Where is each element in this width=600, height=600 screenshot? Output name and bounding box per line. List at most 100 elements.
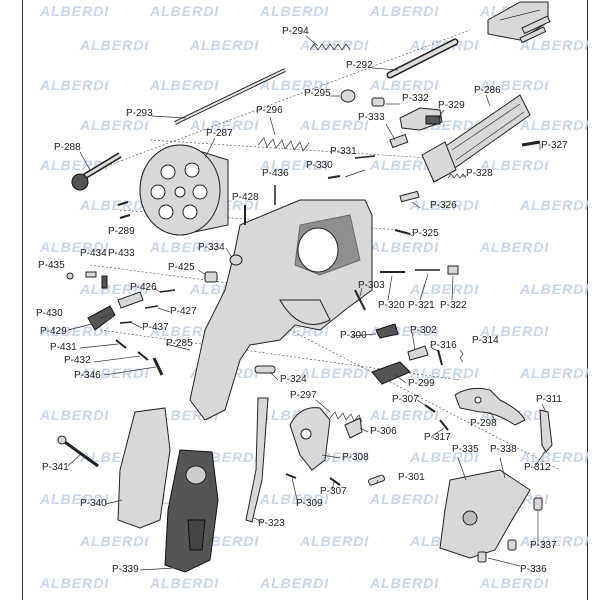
thumbpiece-430 (87, 291, 144, 331)
watermark-text: ALBERDI (299, 365, 369, 381)
part-label-p-336: P-336 (520, 564, 547, 575)
pin-325 (394, 229, 411, 235)
watermark-text: ALBERDI (409, 449, 479, 465)
screw-301 (368, 474, 386, 486)
watermark-text: ALBERDI (369, 77, 439, 93)
extractor-288 (71, 152, 122, 191)
watermark-text: ALBERDI (39, 407, 109, 423)
part-322 (447, 265, 459, 275)
part-label-p-338: P-338 (490, 444, 517, 455)
pin-316 (437, 349, 443, 366)
part-299 (371, 361, 411, 385)
watermark-text: ALBERDI (409, 197, 479, 213)
part-label-p-330: P-330 (306, 160, 333, 171)
part-label-p-286: P-286 (474, 85, 501, 96)
spring-314 (459, 349, 464, 363)
part-label-p-312: P-312 (524, 462, 551, 473)
watermark-text: ALBERDI (149, 323, 219, 339)
screw-336 (477, 551, 487, 563)
watermark-text: ALBERDI (369, 491, 439, 507)
trigger-308 (289, 407, 331, 471)
barrel-top-part (487, 1, 551, 44)
part-332 (371, 97, 385, 107)
part-434 (85, 271, 97, 278)
watermark-text: ALBERDI (519, 281, 589, 297)
pin-346 (152, 357, 164, 376)
part-label-p-303: P-303 (358, 280, 385, 291)
part-label-p-289: P-289 (108, 226, 135, 237)
part-433 (101, 275, 108, 289)
part-label-p-433: P-433 (108, 248, 135, 259)
part-label-p-320: P-320 (378, 300, 405, 311)
part-label-p-302: P-302 (410, 325, 437, 336)
watermark-text: ALBERDI (79, 533, 149, 549)
part-label-p-322: P-322 (440, 300, 467, 311)
pin-431 (115, 339, 127, 349)
watermark-text: ALBERDI (369, 407, 439, 423)
watermark-text: ALBERDI (259, 77, 329, 93)
part-label-p-340: P-340 (80, 498, 107, 509)
part-label-p-326: P-326 (430, 200, 457, 211)
spring-294 (309, 43, 351, 51)
part-label-p-321: P-321 (408, 300, 435, 311)
watermark-text: ALBERDI (299, 37, 369, 53)
part-label-p-436: P-436 (262, 168, 289, 179)
part-label-p-331: P-331 (330, 146, 357, 157)
watermark-text: ALBERDI (369, 157, 439, 173)
spring-311 (539, 409, 553, 453)
watermark-text: ALBERDI (259, 3, 329, 19)
part-label-p-429: P-429 (40, 326, 67, 337)
part-label-p-434: P-434 (80, 248, 107, 259)
pin-331 (354, 155, 376, 159)
spring-296 (257, 137, 310, 152)
screw-326 (399, 190, 420, 203)
part-label-p-287: P-287 (206, 128, 233, 139)
pin-303 (354, 289, 366, 311)
screw-324 (254, 365, 276, 374)
spring-328 (447, 173, 467, 179)
part-label-p-437: P-437 (142, 322, 169, 333)
part-label-p-425: P-425 (168, 262, 195, 273)
bushing-295 (340, 89, 356, 103)
part-label-p-308: P-308 (342, 452, 369, 463)
part-label-p-314: P-314 (472, 335, 499, 346)
barrel-286 (421, 94, 531, 183)
sideplate-335 (439, 469, 531, 559)
watermark-text: ALBERDI (189, 37, 259, 53)
screw-337 (533, 497, 543, 511)
part-label-p-298: P-298 (470, 418, 497, 429)
watermark-text: ALBERDI (299, 117, 369, 133)
part-label-p-295: P-295 (304, 88, 331, 99)
grip-panel-340 (117, 407, 171, 529)
part-label-p-328: P-328 (466, 168, 493, 179)
watermark-text: ALBERDI (39, 157, 109, 173)
part-label-p-327: P-327 (541, 140, 568, 151)
part-label-p-309: P-309 (296, 498, 323, 509)
part-label-p-317: P-317 (424, 432, 451, 443)
part-label-p-324: P-324 (280, 374, 307, 385)
watermark-text: ALBERDI (149, 77, 219, 93)
grip-screw-341 (61, 438, 99, 468)
watermark-text: ALBERDI (479, 157, 549, 173)
watermark-text: ALBERDI (39, 323, 109, 339)
part-label-p-288: P-288 (54, 142, 81, 153)
part-labels: P-294P-292P-286P-293P-295P-296P-332P-329… (36, 26, 568, 575)
part-label-p-301: P-301 (398, 472, 425, 483)
part-label-p-296: P-296 (256, 105, 283, 116)
watermark-text: ALBERDI (519, 365, 589, 381)
part-300 (375, 323, 399, 339)
part-334 (229, 254, 243, 266)
part-label-p-432: P-432 (64, 355, 91, 366)
watermark-text: ALBERDI (479, 323, 549, 339)
ejector-rod (386, 38, 459, 79)
watermark-text: ALBERDI (39, 491, 109, 507)
part-label-p-292: P-292 (346, 60, 373, 71)
watermark-text: ALBERDI (479, 239, 549, 255)
pin-330 (327, 175, 341, 179)
part-425 (204, 271, 218, 283)
watermark-text: ALBERDI (149, 239, 219, 255)
frame-285 (189, 199, 373, 421)
watermark-text: ALBERDI (189, 117, 259, 133)
part-label-p-306: P-306 (370, 426, 397, 437)
pin-426 (159, 289, 176, 293)
